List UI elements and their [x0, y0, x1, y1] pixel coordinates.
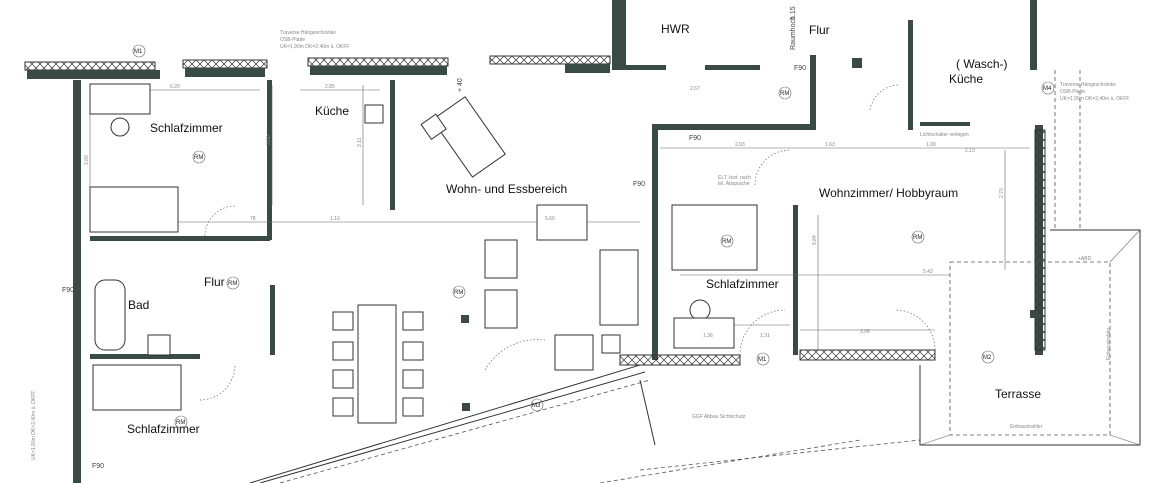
- note-elt: ELT.-Inst. nach: [718, 175, 751, 181]
- note-traverse-right: Traverse Hängeschränke: [1060, 82, 1116, 88]
- note-osb-right: OSB-Platte: [1060, 89, 1085, 95]
- room-schlafzimmer-top: Schlafzimmer: [150, 121, 223, 135]
- marker-m2: M2: [983, 355, 992, 361]
- note-vertical: UK=1,90m OK=2,40m ü. OKFF: [31, 391, 37, 460]
- furniture: [89, 58, 1038, 424]
- bed-right: [671, 204, 758, 271]
- note-osb: OSB-Platte: [280, 37, 305, 43]
- bed-bottom: [92, 364, 182, 411]
- marker-m1: M1: [758, 357, 767, 363]
- dimension-label: 2.03: [735, 142, 745, 148]
- dimension-label: 2.13: [965, 148, 975, 154]
- note-height-right: UK=1,90m OK=2,40m ü. OKFF: [1060, 96, 1129, 102]
- dimension-label: 6.20: [170, 84, 180, 90]
- room-flur-top: Flur: [809, 23, 830, 37]
- dimension-label: 78: [250, 216, 256, 222]
- room-wohnzimmer-hobbyraum: Wohnzimmer/ Hobbyraum: [819, 186, 958, 200]
- exterior-wall-top: [24, 0, 626, 79]
- dimension-label: 3.80: [84, 155, 90, 165]
- room-flur-left: Flur: [204, 275, 225, 289]
- dimension-label: 2.70: [999, 188, 1005, 198]
- dimension-label: 5.60: [545, 216, 555, 222]
- dimension-label: 3.11: [357, 137, 363, 147]
- marker-rm: RM: [194, 155, 203, 161]
- note-sichtschutz: GGF Abbau Sichtschutz: [692, 414, 746, 420]
- dimension-label: 1.10: [330, 216, 340, 222]
- room-terrasse: Terrasse: [995, 387, 1041, 401]
- fire-rating-f90: F90: [794, 65, 806, 72]
- note-einbaustrahler-side: Einbaustrahler: [1106, 327, 1112, 360]
- terrace-outline: [919, 70, 1141, 446]
- fire-rating-f90: F90: [633, 181, 645, 188]
- note-lichtschalter: Lichtschalter verlegen: [920, 132, 969, 138]
- note-traverse: Traverse Hängeschränke: [280, 30, 336, 36]
- fire-rating-f90: F90: [689, 135, 701, 142]
- fire-rating-f90: F90: [62, 287, 74, 294]
- bathtub: [94, 279, 126, 351]
- note-raumhoch-value: 1.15: [790, 6, 797, 20]
- doors: [199, 84, 936, 401]
- room-kueche: Küche: [315, 104, 349, 118]
- marker-m1: M1: [134, 49, 143, 55]
- facade-diagonal: [249, 364, 921, 483]
- note-einbaustrahler-bottom: Einbaustrahler: [1010, 424, 1043, 430]
- dimension-labels: 6.20 2.85 3.80 3.00 3.11 1.10 5.60 78 2.…: [84, 84, 1005, 339]
- bed-left: [89, 186, 179, 233]
- dimension-label: 5.84: [812, 235, 818, 245]
- marker-rm: RM: [913, 235, 922, 241]
- dimension-label: 1.63: [825, 142, 835, 148]
- note-height: UK=1,90m OK=2,40m ü. OKFF: [280, 44, 349, 50]
- annotations: Traverse Hängeschränke OSB-Platte UK=1,9…: [31, 6, 1129, 470]
- dimension-label: 3.08: [860, 329, 870, 335]
- marker-rm: RM: [176, 420, 185, 426]
- dimension-label: 2.67: [690, 86, 700, 92]
- dining-table: [357, 304, 397, 424]
- marker-rm: RM: [780, 91, 789, 97]
- dimension-label: 1.00: [926, 142, 936, 148]
- note-elt-2: tel. Absprache: [718, 181, 750, 187]
- dimension-lines: [89, 85, 1030, 350]
- room-labels: Schlafzimmer Küche Wohn- und Essbereich …: [127, 22, 1041, 436]
- dimension-label: 3.00: [266, 135, 272, 145]
- bed-top: [89, 83, 151, 115]
- marker-rm: RM: [722, 239, 731, 245]
- room-waschkueche-1: ( Wasch-): [956, 57, 1008, 71]
- walls: [73, 0, 1046, 483]
- dimension-label: 5.43: [923, 269, 933, 275]
- marker-rm: RM: [228, 281, 237, 287]
- room-schlafzimmer-bottom: Schlafzimmer: [127, 422, 200, 436]
- room-wohn-essbereich: Wohn- und Essbereich: [446, 182, 567, 196]
- dimension-label: 2.85: [325, 84, 335, 90]
- dimension-label: 1.31: [760, 333, 770, 339]
- room-hwr: HWR: [661, 22, 690, 36]
- dimension-label: 1.36: [703, 333, 713, 339]
- room-bad: Bad: [128, 298, 149, 312]
- markers: M1 M1 M2 M3 M4 RM RM RM RM RM RM RM: [132, 44, 1055, 429]
- room-waschkueche-2: Küche: [949, 72, 983, 86]
- marker-m3: M3: [532, 403, 541, 409]
- note-plus40: + 40: [457, 78, 464, 92]
- marker-m4: M4: [1043, 86, 1052, 92]
- note-abd: +ABD.: [1078, 256, 1093, 262]
- fire-rating-f90: F90: [92, 463, 104, 470]
- marker-rm: RM: [454, 290, 463, 296]
- room-schlafzimmer-right: Schlafzimmer: [706, 277, 779, 291]
- note-raumhoch: Raumhoch: [790, 16, 797, 50]
